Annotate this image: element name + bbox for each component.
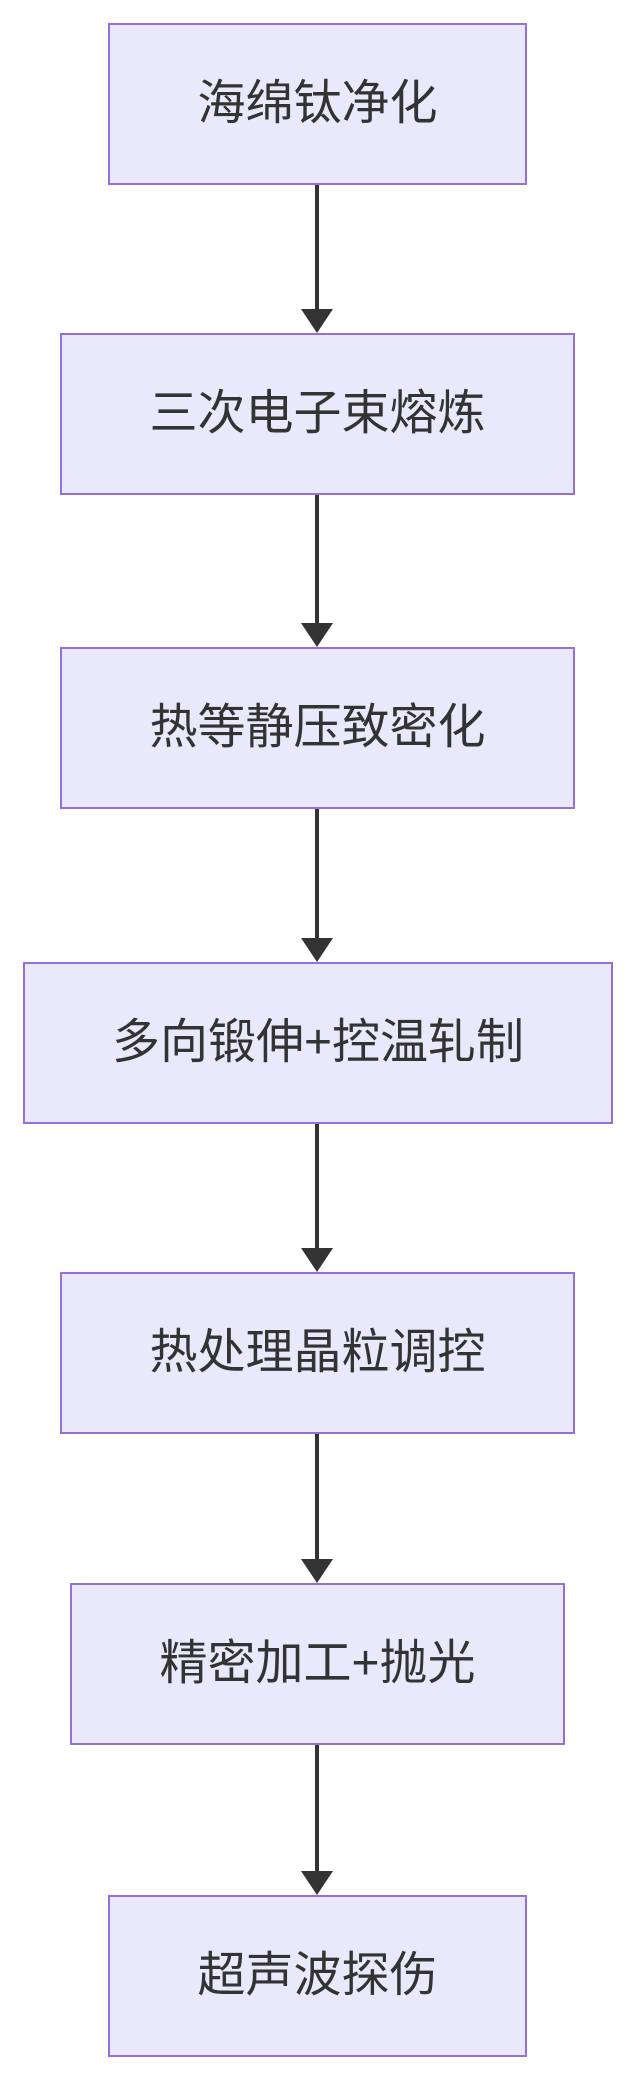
flow-node-2: 三次电子束熔炼 (60, 333, 575, 495)
arrowhead-down-icon (301, 309, 333, 333)
arrow-shaft (315, 809, 319, 942)
arrowhead-down-icon (301, 623, 333, 647)
flow-node-3: 热等静压致密化 (60, 647, 575, 809)
arrow-shaft (315, 1124, 319, 1252)
arrow-2 (301, 495, 333, 647)
flow-node-4: 多向锻伸+控温轧制 (23, 962, 613, 1124)
flow-node-5: 热处理晶粒调控 (60, 1272, 575, 1434)
arrow-shaft (315, 1745, 319, 1875)
arrowhead-down-icon (301, 1871, 333, 1895)
flow-node-6: 精密加工+抛光 (70, 1583, 565, 1745)
arrow-3 (301, 809, 333, 962)
arrow-6 (301, 1745, 333, 1895)
arrow-shaft (315, 1434, 319, 1563)
arrowhead-down-icon (301, 1248, 333, 1272)
arrow-1 (301, 185, 333, 333)
flow-node-1: 海绵钛净化 (108, 23, 527, 185)
flow-node-7: 超声波探伤 (108, 1895, 527, 2057)
arrow-shaft (315, 495, 319, 627)
arrow-4 (301, 1124, 333, 1272)
arrowhead-down-icon (301, 1559, 333, 1583)
arrow-shaft (315, 185, 319, 313)
arrow-5 (301, 1434, 333, 1583)
arrowhead-down-icon (301, 938, 333, 962)
